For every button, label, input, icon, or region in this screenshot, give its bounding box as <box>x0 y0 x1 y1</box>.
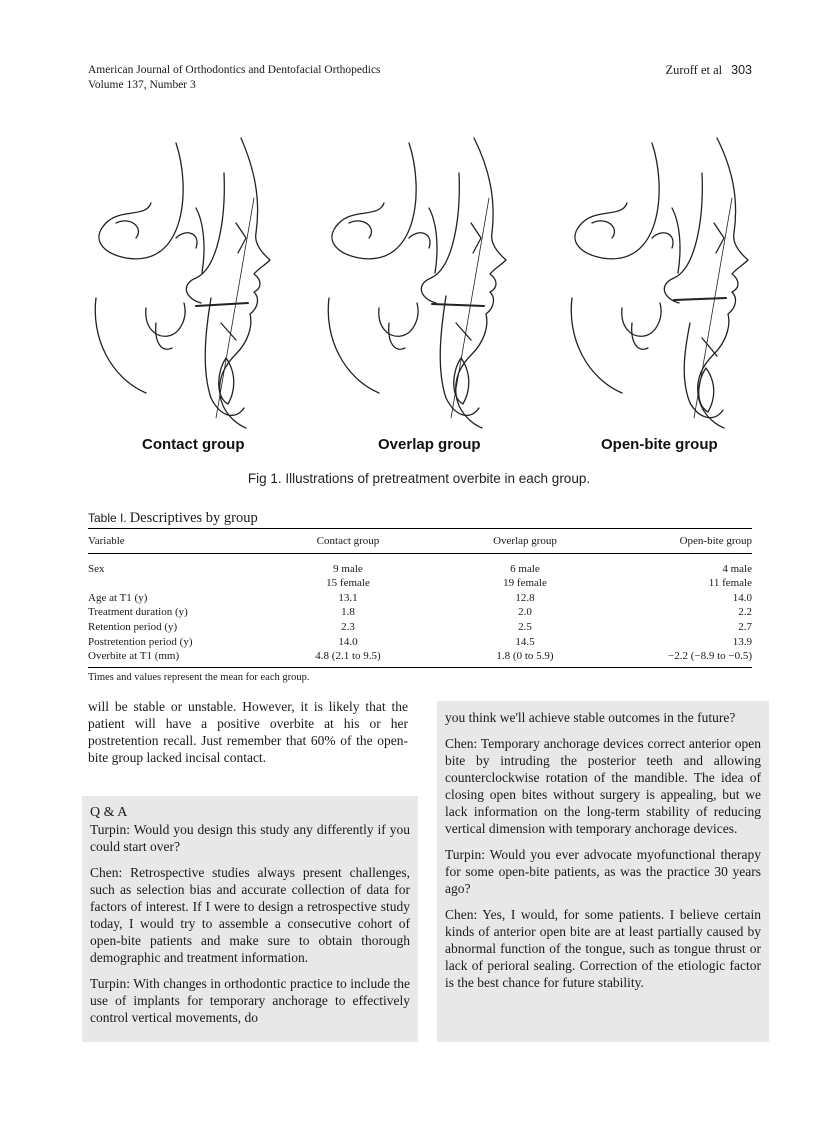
cell-contact: 14.0 <box>338 635 358 648</box>
header-open-bite: Open-bite group <box>618 528 752 554</box>
table-row: Age at T1 (y) 13.1 12.8 14.0 <box>88 591 752 606</box>
cell-variable: Postretention period (y) <box>88 635 193 648</box>
tracing-overlap <box>327 137 507 429</box>
table-row: 15 female 19 female 11 female <box>88 576 752 591</box>
cell-variable <box>88 576 264 591</box>
cell-open-bite: 13.9 <box>732 635 752 648</box>
figure-caption: Fig 1. Illustrations of pretreatment ove… <box>247 471 591 486</box>
qa-paragraph: Turpin: With changes in orthodontic prac… <box>90 976 410 1025</box>
qa-paragraph: you think we'll achieve stable outcomes … <box>445 710 736 725</box>
header-variable: Variable <box>88 528 264 554</box>
running-header: American Journal of Orthodontics and Den… <box>88 63 381 92</box>
header-overlap: Overlap group <box>432 528 618 554</box>
table-row: Postretention period (y) 14.0 14.5 13.9 <box>88 635 752 650</box>
qa-paragraph: Chen: Retrospective studies always prese… <box>90 865 410 965</box>
cell-open-bite: 2.7 <box>738 620 752 633</box>
qa-paragraph: Chen: Yes, I would, for some patients. I… <box>445 907 761 990</box>
table-header-row: Variable Contact group Overlap group Ope… <box>88 528 752 554</box>
cell-contact: 9 male <box>333 562 363 575</box>
cell-overlap: 6 male <box>510 562 540 575</box>
cell-contact: 2.3 <box>341 620 355 633</box>
page-header-right: Zuroff et al 303 <box>665 63 752 78</box>
journal-volume: Volume 137, Number 3 <box>88 78 196 91</box>
cell-overlap: 19 female <box>503 577 547 590</box>
cell-contact: 4.8 (2.1 to 9.5) <box>264 649 432 668</box>
authors: Zuroff et al <box>665 63 723 77</box>
body-text-left: will be stable or unstable. However, it … <box>88 699 408 765</box>
journal-name: American Journal of Orthodontics and Den… <box>88 64 381 76</box>
cell-overlap: 14.5 <box>515 635 535 648</box>
cell-open-bite: 11 female <box>708 577 752 590</box>
qa-heading: Q & A <box>90 805 128 820</box>
cell-contact: 13.1 <box>338 591 358 604</box>
cell-overlap: 1.8 (0 to 5.9) <box>432 649 618 668</box>
table-footnote: Times and values represent the mean for … <box>88 672 310 683</box>
page-number: 303 <box>731 63 752 77</box>
table-row: Sex 9 male 6 male 4 male <box>88 553 752 576</box>
table-title: Table I.Descriptives by group <box>88 509 258 527</box>
tracing-contact <box>94 137 271 429</box>
cell-variable: Age at T1 (y) <box>88 591 148 604</box>
tracing-open-bite <box>570 137 749 429</box>
cephalometric-figure <box>76 128 766 458</box>
qa-paragraph: Turpin: Would you ever advocate myofunct… <box>445 847 761 896</box>
cell-open-bite: −2.2 (−8.9 to −0.5) <box>618 649 752 668</box>
qa-paragraph: Turpin: Would you design this study any … <box>90 822 410 854</box>
qa-paragraph: Chen: Temporary anchorage devices correc… <box>445 736 761 836</box>
cell-overlap: 2.0 <box>518 606 532 619</box>
label-open-bite-group: Open-bite group <box>601 436 718 453</box>
table-row: Treatment duration (y) 1.8 2.0 2.2 <box>88 605 752 620</box>
qa-box-right: you think we'll achieve stable outcomes … <box>437 701 769 1042</box>
cell-variable: Sex <box>88 562 105 575</box>
descriptives-table: Variable Contact group Overlap group Ope… <box>88 528 752 668</box>
cell-open-bite: 4 male <box>722 562 752 575</box>
table-label: Table I. <box>88 511 127 525</box>
cephalometric-tracings <box>94 137 749 429</box>
cell-open-bite: 2.2 <box>738 606 752 619</box>
cell-contact: 15 female <box>326 577 370 590</box>
label-overlap-group: Overlap group <box>378 436 481 453</box>
table-name: Descriptives by group <box>129 510 258 526</box>
cell-contact: 1.8 <box>341 606 355 619</box>
cell-overlap: 12.8 <box>515 591 535 604</box>
cell-variable: Retention period (y) <box>88 620 178 633</box>
qa-box-left: Q & A Turpin: Would you design this stud… <box>82 796 418 1042</box>
header-contact: Contact group <box>264 528 432 554</box>
cell-overlap: 2.5 <box>518 620 532 633</box>
label-contact-group: Contact group <box>142 436 245 453</box>
cell-variable: Treatment duration (y) <box>88 606 188 619</box>
cell-variable: Overbite at T1 (mm) <box>88 649 264 668</box>
table-row: Overbite at T1 (mm) 4.8 (2.1 to 9.5) 1.8… <box>88 649 752 668</box>
cell-open-bite: 14.0 <box>732 591 752 604</box>
table-row: Retention period (y) 2.3 2.5 2.7 <box>88 620 752 635</box>
